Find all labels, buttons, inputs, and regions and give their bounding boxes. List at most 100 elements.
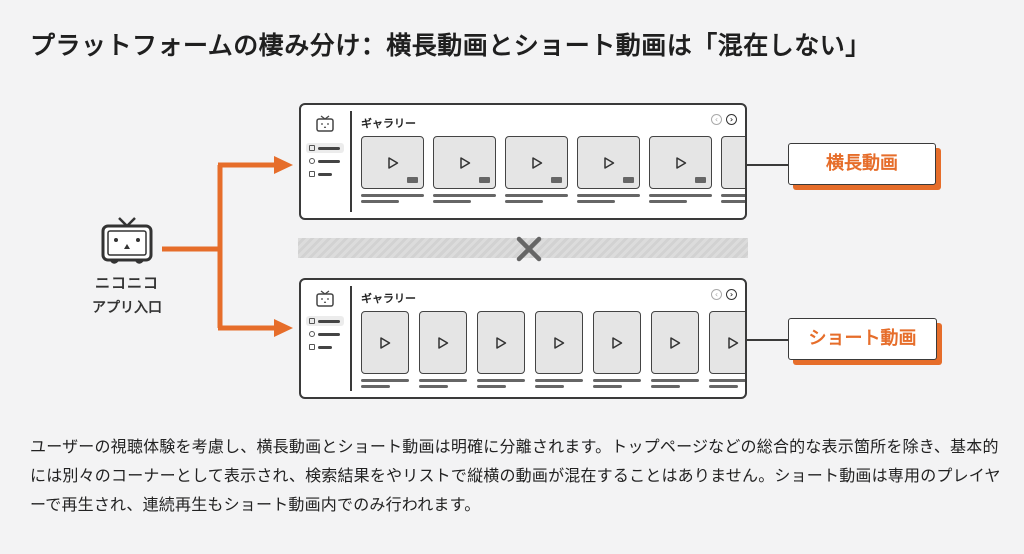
meta-placeholder (649, 200, 687, 203)
sidebar-item-home[interactable] (306, 316, 344, 326)
video-card[interactable] (477, 311, 525, 388)
title-placeholder (577, 194, 640, 197)
video-card[interactable] (433, 136, 496, 203)
play-icon (747, 156, 748, 169)
title-placeholder (721, 194, 745, 197)
video-thumbnail[interactable] (649, 136, 712, 189)
title-placeholder (477, 379, 525, 382)
cross-icon (516, 236, 542, 262)
title-placeholder (433, 194, 496, 197)
play-icon (554, 336, 565, 349)
niconico-mini-icon (316, 115, 334, 132)
app-entry: ニコニコ アプリ入口 (92, 216, 162, 317)
video-thumbnail[interactable] (593, 311, 641, 374)
home-icon (309, 318, 315, 324)
label-long-text: 横長動画 (788, 143, 936, 185)
sidebar-item-library[interactable] (306, 342, 344, 352)
circle-icon (309, 158, 315, 164)
sidebar-divider (350, 111, 352, 212)
caption-text: ユーザーの視聴体験を考慮し、横長動画とショート動画は明確に分離されます。トップペ… (30, 437, 1001, 514)
home-icon (309, 145, 315, 151)
app-entry-label: アプリ入口 (92, 300, 162, 316)
label-long-video: 横長動画 (788, 143, 941, 190)
connector-short (747, 339, 789, 341)
sidebar-item-explore[interactable] (306, 329, 344, 339)
sidebar-item-library[interactable] (306, 169, 344, 179)
title-placeholder (649, 194, 712, 197)
folder-icon (309, 344, 315, 350)
play-icon (380, 336, 391, 349)
sidebar-divider (350, 286, 352, 391)
niconico-tv-icon (101, 217, 153, 264)
play-icon (387, 156, 398, 169)
meta-placeholder (577, 200, 615, 203)
separator-bar (298, 238, 748, 258)
video-thumbnail[interactable] (721, 136, 748, 189)
folder-icon (309, 171, 315, 177)
prev-button[interactable]: ‹ (711, 114, 722, 125)
meta-placeholder (419, 385, 448, 388)
title-placeholder (361, 194, 424, 197)
video-thumbnail[interactable] (433, 136, 496, 189)
duration-badge (407, 177, 418, 183)
meta-placeholder (651, 385, 680, 388)
meta-placeholder (361, 200, 399, 203)
play-icon (675, 156, 686, 169)
gallery-panel-long: ギャラリー ‹ › (299, 103, 747, 220)
video-thumbnail[interactable] (419, 311, 467, 374)
video-thumbnail[interactable] (361, 311, 409, 374)
next-button[interactable]: › (726, 114, 737, 125)
play-icon (531, 156, 542, 169)
video-card[interactable] (721, 136, 748, 203)
title-placeholder (709, 379, 745, 382)
sidebar-item-explore[interactable] (306, 156, 344, 166)
sidebar-item-home[interactable] (306, 143, 344, 153)
video-thumbnail[interactable] (709, 311, 745, 374)
prev-button[interactable]: ‹ (711, 289, 722, 300)
duration-badge (695, 177, 706, 183)
video-thumbnail[interactable] (505, 136, 568, 189)
title-placeholder (651, 379, 699, 382)
play-icon (603, 156, 614, 169)
video-card[interactable] (361, 136, 424, 203)
video-card[interactable] (535, 311, 583, 388)
video-card[interactable] (577, 136, 640, 203)
meta-placeholder (433, 200, 471, 203)
arrowhead-bottom (274, 319, 293, 337)
video-thumbnail[interactable] (535, 311, 583, 374)
video-thumbnail[interactable] (361, 136, 424, 189)
circle-icon (309, 331, 315, 337)
meta-placeholder (593, 385, 622, 388)
next-button[interactable]: › (726, 289, 737, 300)
video-card[interactable] (593, 311, 641, 388)
video-card[interactable] (651, 311, 699, 388)
video-card[interactable] (505, 136, 568, 203)
meta-placeholder (477, 385, 506, 388)
duration-badge (479, 177, 490, 183)
gallery-panel-short: ギャラリー ‹ › (299, 278, 747, 399)
meta-placeholder (505, 200, 543, 203)
mock-sidebar (301, 280, 352, 397)
video-thumbnail[interactable] (577, 136, 640, 189)
thumbnail-row (361, 311, 745, 388)
arrowhead-top (274, 156, 293, 174)
meta-placeholder (709, 385, 738, 388)
play-icon (670, 336, 681, 349)
gallery-title: ギャラリー (361, 117, 416, 130)
thumbnail-row (361, 136, 748, 203)
meta-placeholder (535, 385, 564, 388)
video-thumbnail[interactable] (651, 311, 699, 374)
video-thumbnail[interactable] (477, 311, 525, 374)
duration-badge (623, 177, 634, 183)
title-placeholder (593, 379, 641, 382)
connector-long (747, 164, 789, 166)
play-icon (496, 336, 507, 349)
play-icon (728, 336, 739, 349)
video-card[interactable] (709, 311, 745, 388)
video-card[interactable] (361, 311, 409, 388)
meta-placeholder (361, 385, 390, 388)
video-card[interactable] (419, 311, 467, 388)
video-card[interactable] (649, 136, 712, 203)
niconico-logo-text: ニコニコ (94, 274, 159, 292)
